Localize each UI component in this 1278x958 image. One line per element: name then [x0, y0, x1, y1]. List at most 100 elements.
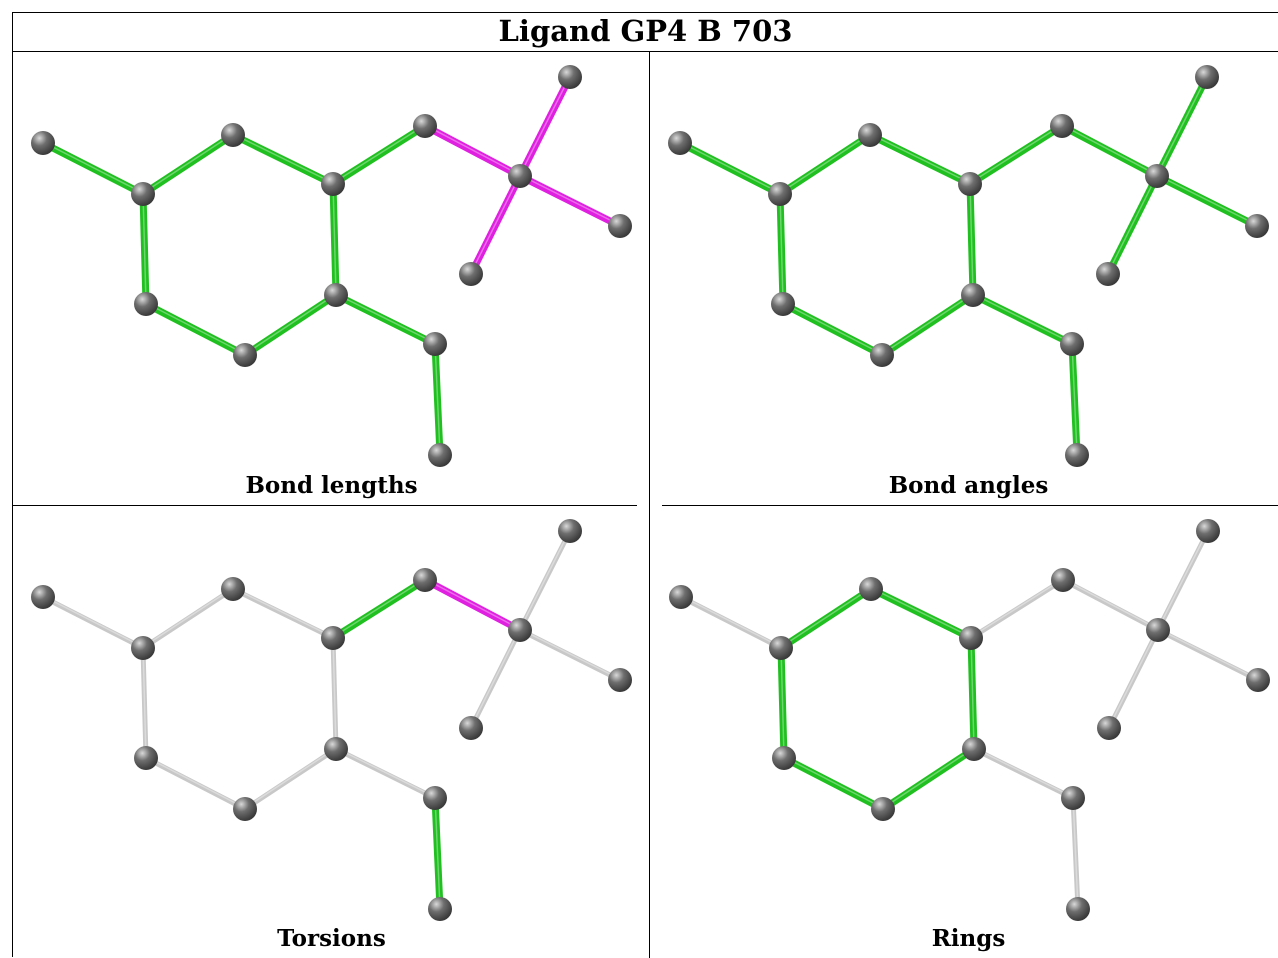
atom [1051, 568, 1075, 592]
bond-highlight [680, 595, 782, 648]
bond-outlier [421, 576, 524, 634]
bond-highlight [870, 587, 972, 638]
atom [413, 114, 437, 138]
bond-outlier [516, 172, 624, 230]
bond-ok [966, 122, 1066, 188]
molecule-bond-lengths [31, 65, 632, 467]
bond-highlight [779, 192, 784, 304]
row-divider-right [662, 505, 1278, 506]
bond-ok [241, 291, 340, 359]
bond-na [140, 645, 149, 761]
row-divider-left [13, 505, 637, 506]
atom [221, 577, 245, 601]
bond-na [140, 586, 236, 651]
atom [769, 636, 793, 660]
bond-highlight [232, 133, 334, 184]
atom [1097, 716, 1121, 740]
bond-highlight [1156, 75, 1208, 176]
atom [959, 626, 983, 650]
bond-highlight [519, 174, 621, 226]
bond-na [1060, 577, 1161, 633]
atom [508, 618, 532, 642]
bond-highlight [970, 578, 1064, 638]
atom [233, 343, 257, 367]
bond-na [971, 746, 1076, 801]
atom [428, 443, 452, 467]
atom [321, 626, 345, 650]
bond-na [968, 577, 1066, 641]
bond-ok [1153, 73, 1211, 180]
atom [134, 746, 158, 770]
atom [558, 519, 582, 543]
bond-highlight [335, 293, 436, 344]
atom [1050, 114, 1074, 138]
atom [1195, 65, 1219, 89]
panel-caption: Rings [931, 925, 1006, 952]
bond-highlight [519, 628, 621, 680]
bond-highlight [970, 636, 975, 749]
bond-highlight [973, 747, 1074, 798]
bond-ok [431, 794, 444, 913]
bond-highlight [42, 141, 144, 194]
bond-outlier [516, 73, 574, 180]
atom [508, 164, 532, 188]
bond-highlight [869, 133, 971, 184]
bond-highlight [780, 646, 785, 758]
bond-highlight [424, 578, 521, 630]
bond-highlight [969, 182, 974, 295]
bond-ok [139, 190, 150, 308]
panel-caption: Torsions [277, 925, 386, 952]
molecule-bond-angles [668, 65, 1269, 467]
atom [428, 897, 452, 921]
bond-ok [777, 644, 788, 762]
bond-highlight [332, 578, 426, 638]
bond-na [468, 627, 523, 731]
bond-highlight [679, 141, 781, 194]
bond-ok [776, 190, 787, 308]
bond-na [333, 746, 438, 801]
atom [1096, 262, 1120, 286]
bond-na [242, 746, 339, 812]
bond-ok [776, 131, 874, 198]
panel-caption: Bond lengths [245, 472, 418, 499]
bond-ok [867, 585, 975, 642]
bond-highlight [1062, 578, 1159, 630]
bond-highlight [1072, 796, 1079, 909]
bond-na [143, 755, 248, 812]
atom [324, 737, 348, 761]
atom [413, 568, 437, 592]
bond-ok [780, 754, 887, 813]
atom [1245, 214, 1269, 238]
atom [221, 123, 245, 147]
bond-highlight [782, 302, 883, 355]
bond-na [1155, 627, 1261, 683]
panel-torsions: Torsions [13, 505, 650, 958]
bond-highlight [519, 529, 571, 630]
bond-highlight [1108, 628, 1159, 728]
bond-highlight [972, 293, 1073, 344]
atom [669, 585, 693, 609]
bond-highlight [434, 342, 441, 455]
ligand-table: Ligand GP4 B 703 Bond lengths Bond angle… [12, 12, 1278, 958]
bond-highlight [434, 796, 441, 909]
atom [608, 214, 632, 238]
atom [871, 797, 895, 821]
bond-na [1070, 795, 1081, 912]
atom [1060, 332, 1084, 356]
atom [870, 343, 894, 367]
atom [423, 332, 447, 356]
atom [859, 577, 883, 601]
atom [958, 172, 982, 196]
bond-ok [329, 576, 429, 642]
bond-highlight [1071, 342, 1078, 455]
atom [1066, 897, 1090, 921]
bond-highlight [1157, 628, 1259, 680]
bond-ok [229, 131, 337, 188]
column-divider [649, 52, 650, 958]
bond-na [517, 528, 573, 633]
bond-highlight [332, 124, 426, 184]
bond-highlight [1156, 174, 1258, 226]
atom [1065, 443, 1089, 467]
molecule-torsions [31, 519, 632, 921]
panel-bond-lengths: Bond lengths [13, 52, 650, 505]
